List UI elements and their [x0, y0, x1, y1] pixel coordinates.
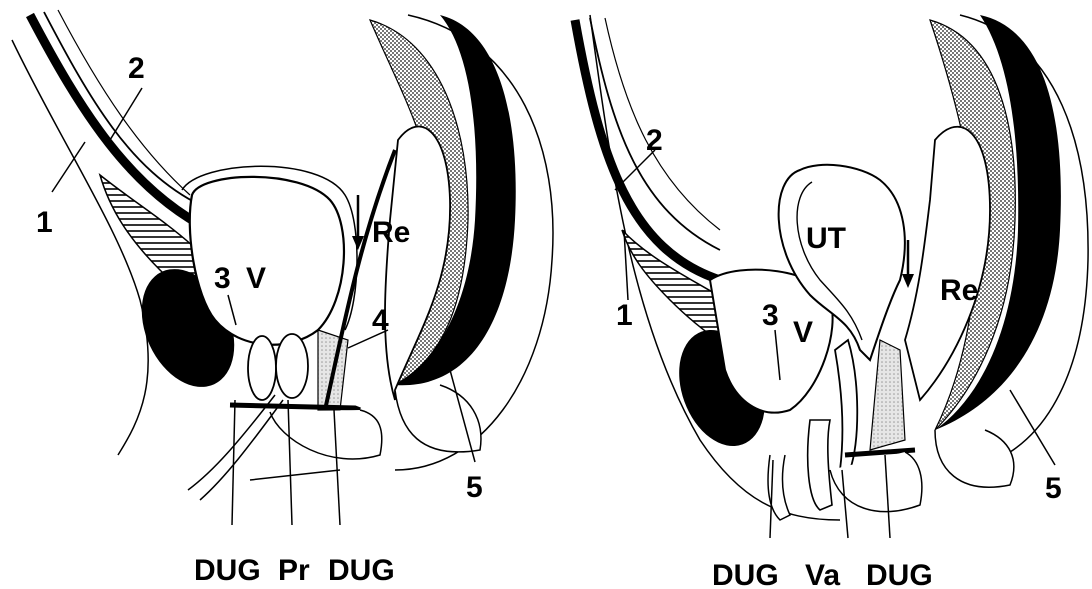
right-label-5: 5: [1045, 472, 1062, 505]
left-label-5: 5: [466, 471, 483, 504]
right-vagina-2: [808, 420, 832, 510]
right-vagina: [835, 340, 857, 470]
left-leader-2: [110, 88, 142, 140]
left-perineal-body: [270, 410, 382, 459]
left-label-1: 1: [36, 206, 53, 239]
right-leader-5: [1010, 390, 1055, 465]
right-rectovaginal-fascia: [870, 340, 905, 450]
right-label-3: 3: [762, 299, 779, 332]
right-label-v: V: [793, 316, 813, 349]
left-label-re: Re: [372, 216, 410, 249]
left-label-dug-right: DUG: [328, 554, 395, 587]
left-label-pr: Pr: [278, 554, 310, 587]
left-label-3: 3: [214, 262, 231, 295]
left-label-4: 4: [372, 304, 389, 337]
right-label-dug-right: DUG: [866, 559, 933, 589]
right-panel-female: 1 2 3 V UT Re 5 DUG Va DUG: [575, 15, 1088, 589]
right-anal-canal: [935, 430, 1014, 487]
right-label-1: 1: [616, 299, 633, 332]
right-label-dug-left: DUG: [712, 559, 779, 589]
right-label-re: Re: [940, 274, 978, 307]
left-panel-male: 1 2 3 V Re 4 5 DUG Pr DUG: [12, 10, 553, 587]
left-fascia-line-2: [44, 12, 200, 205]
left-label-2: 2: [128, 52, 145, 85]
right-label-ut: UT: [806, 222, 846, 255]
right-label-va: Va: [805, 559, 840, 589]
left-anal-canal: [395, 385, 481, 452]
left-prostate-lobe-2: [276, 334, 308, 398]
left-pelvic-floor: [230, 405, 360, 410]
left-label-v: V: [246, 262, 266, 295]
left-prostate-lobe-1: [248, 336, 276, 400]
left-label-dug-left: DUG: [194, 554, 261, 587]
right-label-2: 2: [646, 124, 663, 157]
